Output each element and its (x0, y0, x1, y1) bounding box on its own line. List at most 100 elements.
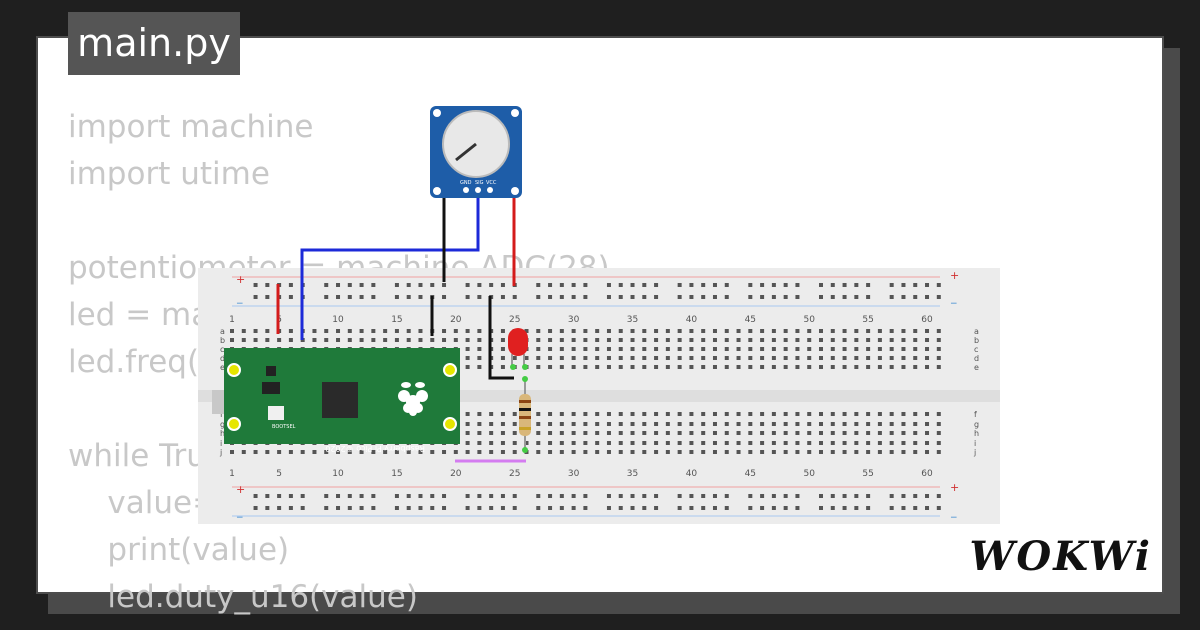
breadboard-hole[interactable] (265, 338, 270, 342)
breadboard-hole[interactable] (689, 338, 694, 342)
breadboard-hole[interactable] (760, 422, 765, 426)
breadboard-hole[interactable] (571, 338, 576, 342)
rail-hole[interactable] (559, 506, 564, 510)
rail-hole[interactable] (430, 494, 435, 498)
breadboard-hole[interactable] (548, 422, 553, 426)
breadboard-hole[interactable] (500, 329, 505, 333)
breadboard-hole[interactable] (288, 450, 293, 454)
breadboard-hole[interactable] (642, 338, 647, 342)
breadboard-hole[interactable] (889, 431, 894, 435)
breadboard-hole[interactable] (712, 356, 717, 360)
breadboard-hole[interactable] (760, 329, 765, 333)
breadboard-hole[interactable] (748, 441, 753, 445)
breadboard-hole[interactable] (559, 431, 564, 435)
rail-hole[interactable] (606, 295, 611, 299)
breadboard-hole[interactable] (689, 422, 694, 426)
rail-hole[interactable] (418, 506, 423, 510)
breadboard-hole[interactable] (783, 431, 788, 435)
breadboard-hole[interactable] (877, 347, 882, 351)
breadboard-hole[interactable] (571, 450, 576, 454)
breadboard-hole[interactable] (830, 412, 835, 416)
breadboard-hole[interactable] (500, 356, 505, 360)
breadboard-hole[interactable] (559, 329, 564, 333)
rail-hole[interactable] (606, 506, 611, 510)
breadboard-hole[interactable] (654, 412, 659, 416)
breadboard-hole[interactable] (807, 365, 812, 369)
breadboard-hole[interactable] (760, 412, 765, 416)
breadboard-hole[interactable] (383, 338, 388, 342)
breadboard-hole[interactable] (512, 356, 517, 360)
rail-hole[interactable] (830, 283, 835, 287)
breadboard-hole[interactable] (618, 422, 623, 426)
rail-hole[interactable] (406, 283, 411, 287)
rail-hole[interactable] (288, 506, 293, 510)
breadboard-hole[interactable] (500, 450, 505, 454)
breadboard-hole[interactable] (665, 329, 670, 333)
breadboard-hole[interactable] (877, 412, 882, 416)
breadboard-hole[interactable] (677, 338, 682, 342)
breadboard-hole[interactable] (536, 431, 541, 435)
breadboard-hole[interactable] (807, 422, 812, 426)
breadboard-hole[interactable] (736, 412, 741, 416)
breadboard-hole[interactable] (748, 338, 753, 342)
breadboard-hole[interactable] (842, 450, 847, 454)
breadboard-hole[interactable] (536, 338, 541, 342)
breadboard-hole[interactable] (748, 329, 753, 333)
rail-hole[interactable] (288, 283, 293, 287)
rail-hole[interactable] (819, 283, 823, 287)
rail-hole[interactable] (347, 494, 352, 498)
rail-hole[interactable] (630, 494, 635, 498)
breadboard-hole[interactable] (665, 356, 670, 360)
rail-hole[interactable] (771, 506, 776, 510)
breadboard-hole[interactable] (901, 338, 906, 342)
breadboard-hole[interactable] (819, 347, 823, 351)
bootsel-button[interactable] (268, 406, 284, 420)
rail-hole[interactable] (277, 506, 282, 510)
breadboard-hole[interactable] (736, 338, 741, 342)
breadboard-hole[interactable] (512, 412, 517, 416)
rail-hole[interactable] (465, 506, 470, 510)
breadboard-hole[interactable] (477, 441, 482, 445)
breadboard-hole[interactable] (795, 356, 800, 360)
rail-hole[interactable] (783, 283, 788, 287)
breadboard-hole[interactable] (877, 431, 882, 435)
breadboard-hole[interactable] (630, 338, 635, 342)
rail-hole[interactable] (548, 283, 553, 287)
rail-hole[interactable] (489, 283, 494, 287)
breadboard-hole[interactable] (807, 356, 812, 360)
led[interactable] (508, 328, 528, 370)
breadboard-hole[interactable] (936, 441, 941, 445)
breadboard-hole[interactable] (901, 347, 906, 351)
breadboard-hole[interactable] (606, 431, 611, 435)
rail-hole[interactable] (618, 295, 623, 299)
breadboard-hole[interactable] (877, 338, 882, 342)
breadboard-hole[interactable] (654, 441, 659, 445)
breadboard-hole[interactable] (936, 431, 941, 435)
breadboard-hole[interactable] (795, 441, 800, 445)
rail-hole[interactable] (783, 494, 788, 498)
breadboard-hole[interactable] (701, 356, 706, 360)
rail-hole[interactable] (889, 283, 894, 287)
breadboard-hole[interactable] (347, 329, 352, 333)
breadboard-hole[interactable] (665, 450, 670, 454)
breadboard-hole[interactable] (724, 412, 729, 416)
rail-hole[interactable] (689, 295, 694, 299)
breadboard-hole[interactable] (866, 431, 871, 435)
breadboard-hole[interactable] (618, 347, 623, 351)
breadboard-hole[interactable] (689, 412, 694, 416)
breadboard-hole[interactable] (795, 329, 800, 333)
breadboard-hole[interactable] (854, 412, 859, 416)
rail-hole[interactable] (583, 494, 588, 498)
breadboard-hole[interactable] (618, 441, 623, 445)
rail-hole[interactable] (654, 494, 659, 498)
breadboard-hole[interactable] (724, 365, 729, 369)
rail-hole[interactable] (336, 494, 341, 498)
breadboard-hole[interactable] (724, 338, 729, 342)
breadboard-hole[interactable] (571, 441, 576, 445)
breadboard-hole[interactable] (642, 450, 647, 454)
breadboard-hole[interactable] (536, 356, 541, 360)
rail-hole[interactable] (536, 494, 541, 498)
pot-pin[interactable] (475, 187, 481, 193)
rail-hole[interactable] (901, 283, 906, 287)
rail-hole[interactable] (265, 506, 270, 510)
